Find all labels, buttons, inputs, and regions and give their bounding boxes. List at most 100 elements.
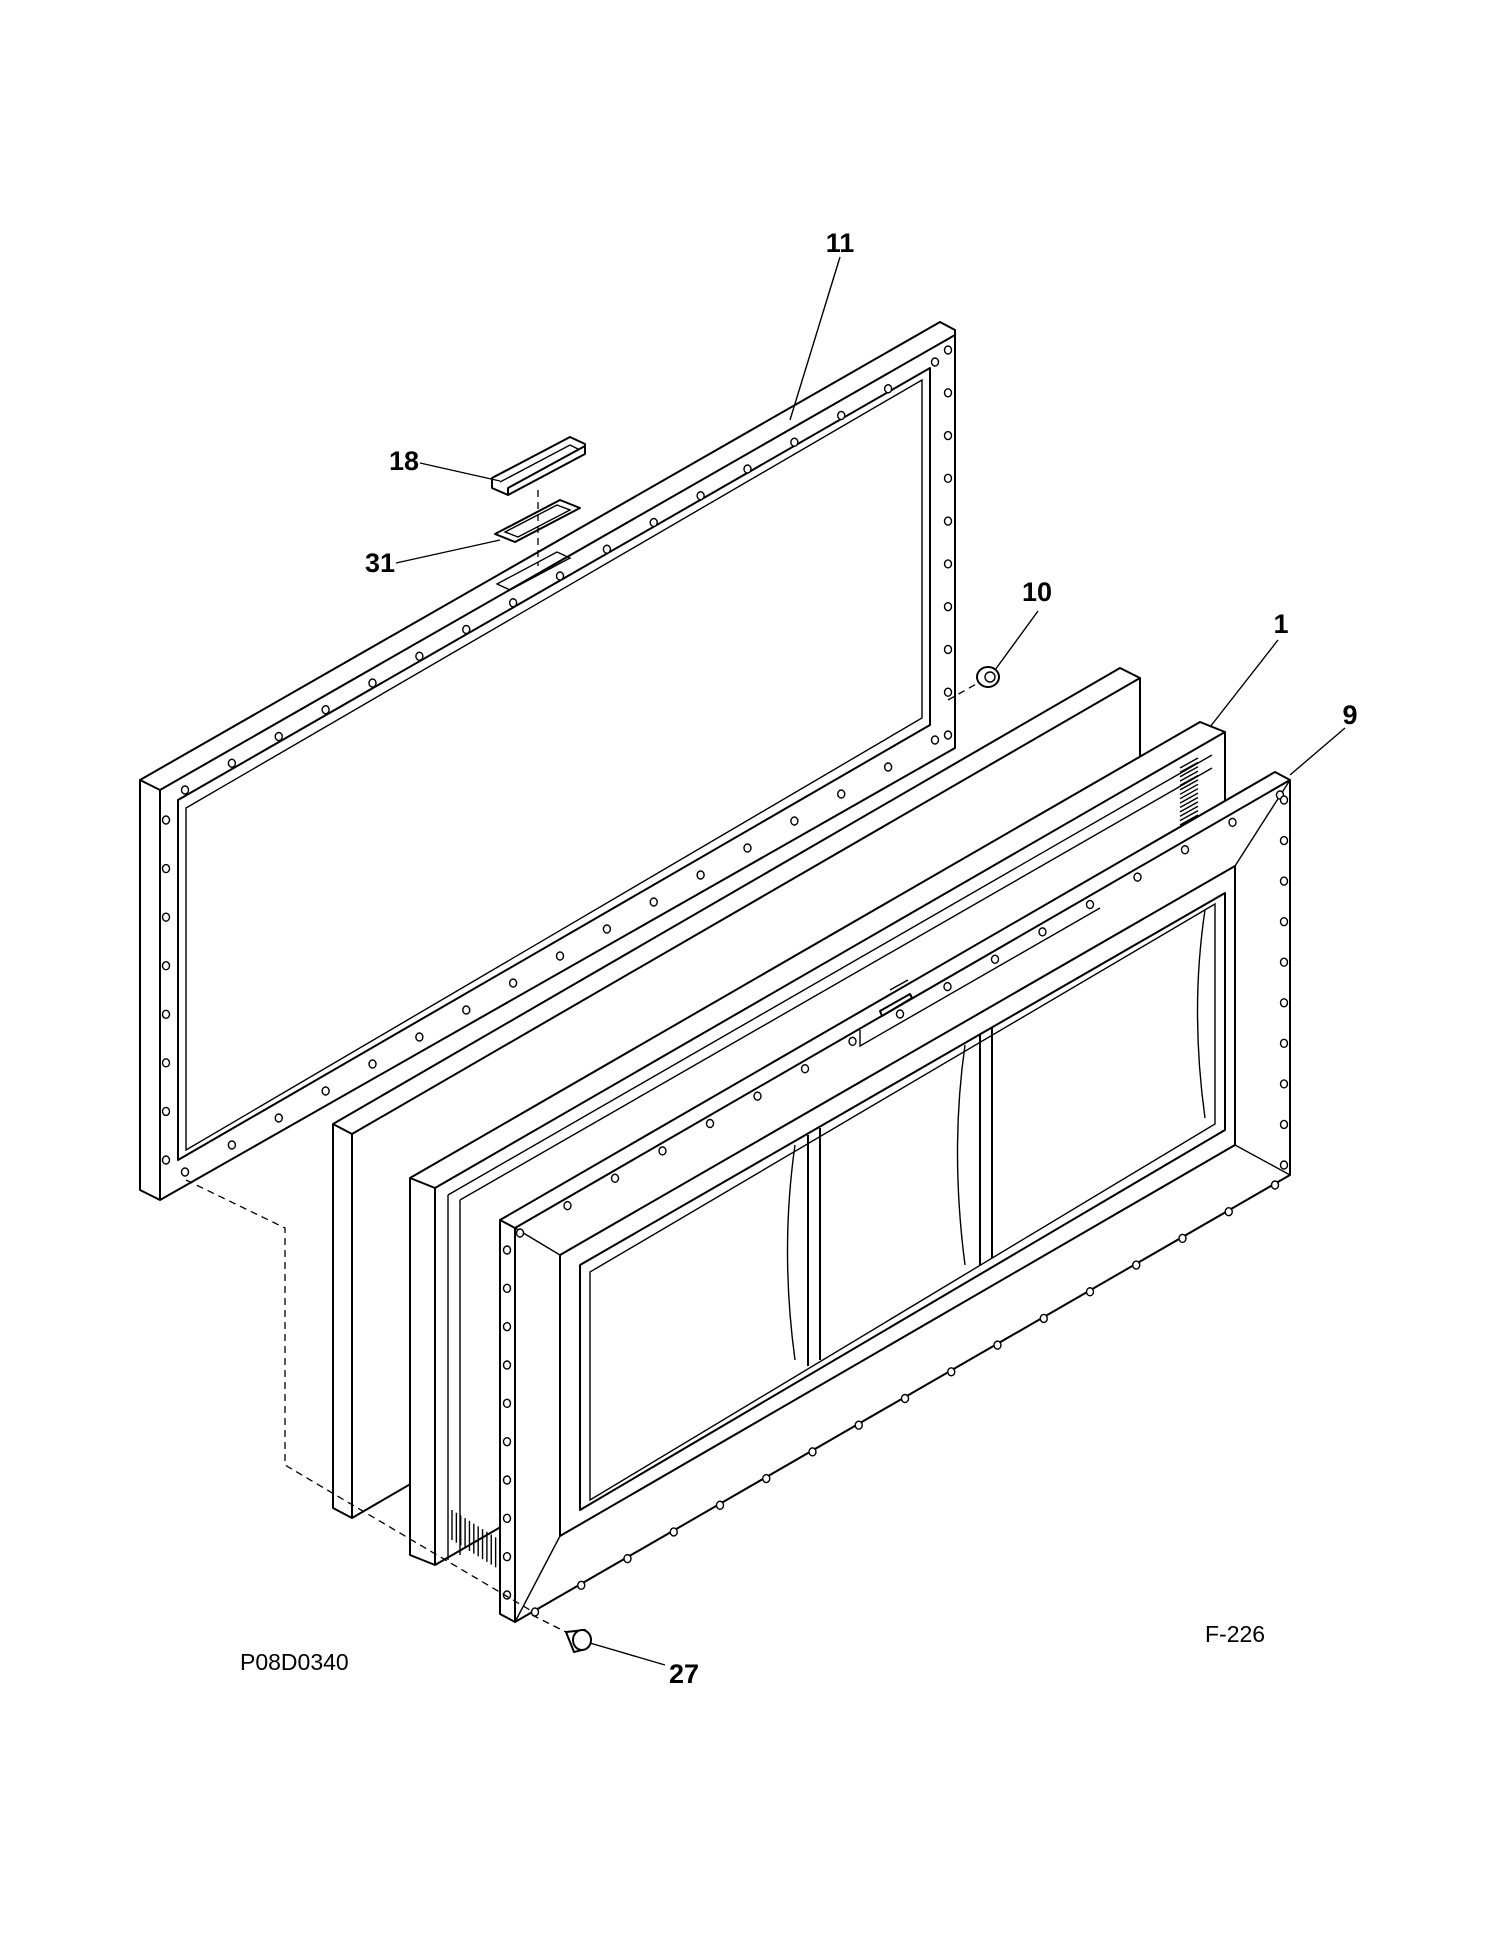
screw-hole: [502, 1398, 512, 1409]
gasket-stripe: [1179, 805, 1199, 817]
screw-hole: [990, 954, 1000, 964]
screw-hole: [943, 644, 953, 655]
leader-lines: [395, 256, 1346, 1666]
screw-hole: [502, 1360, 512, 1370]
screw-hole: [555, 951, 565, 961]
part-9-outer-door-panel: [499, 771, 1291, 1623]
gasket-stripe: [1179, 788, 1199, 800]
screw-hole: [502, 1551, 512, 1562]
callout-18: 18: [389, 446, 419, 476]
part-11-screw-holes: [161, 345, 953, 1177]
part-1-gasket-stripes: [451, 757, 1199, 1570]
screw-hole: [161, 1009, 171, 1019]
screw-hole: [943, 559, 953, 569]
screw-hole: [1085, 1287, 1095, 1297]
screw-hole: [649, 897, 658, 907]
screw-hole: [502, 1321, 512, 1332]
screw-hole: [161, 815, 171, 825]
callout-1: 1: [1273, 609, 1288, 639]
screw-hole: [180, 785, 190, 795]
gasket-stripe: [1179, 757, 1199, 769]
screw-hole: [1279, 1079, 1289, 1089]
screw-hole: [555, 571, 565, 581]
callout-9: 9: [1342, 700, 1357, 730]
screw-hole: [502, 1513, 512, 1524]
screw-hole: [943, 345, 953, 355]
callout-27: 27: [669, 1659, 699, 1689]
screw-hole: [669, 1527, 678, 1537]
screw-hole: [649, 517, 658, 528]
screw-hole: [1279, 1160, 1289, 1170]
screw-hole: [180, 1167, 190, 1177]
screw-hole: [1133, 872, 1142, 882]
screw-hole: [943, 430, 953, 441]
gasket-stripe: [1179, 814, 1199, 826]
screw-hole: [762, 1473, 771, 1484]
screw-hole: [563, 1200, 572, 1211]
screw-hole: [462, 1005, 471, 1015]
callout-10: 10: [1022, 577, 1052, 607]
screw-hole: [321, 705, 330, 715]
screw-hole: [943, 730, 953, 740]
screw-hole: [808, 1447, 817, 1457]
screw-hole: [161, 1155, 171, 1165]
screw-hole: [930, 735, 940, 745]
screw-hole: [161, 863, 171, 874]
screw-hole: [705, 1118, 715, 1129]
screw-hole: [1279, 957, 1289, 967]
screw-hole: [1039, 1313, 1048, 1324]
part-10-screw: [976, 666, 1000, 688]
screw-hole: [848, 1036, 857, 1047]
screw-hole: [658, 1146, 667, 1156]
part-27-screw: [565, 1629, 592, 1653]
part-18-handle-cover: [491, 436, 586, 496]
screw-hole: [368, 1059, 377, 1069]
screw-hole: [854, 1420, 863, 1430]
screw-hole: [943, 516, 953, 526]
screw-hole: [753, 1091, 762, 1101]
screw-hole: [274, 1113, 283, 1123]
screw-hole: [1224, 1206, 1233, 1217]
screw-hole: [502, 1245, 512, 1255]
screw-hole: [1279, 795, 1289, 805]
gasket-stripe: [1179, 792, 1199, 804]
screw-hole: [1085, 899, 1095, 910]
screw-hole: [947, 1367, 956, 1377]
diagram-code: P08D0340: [240, 1649, 349, 1675]
screw-hole: [696, 870, 705, 880]
screw-hole: [610, 1173, 620, 1183]
assembly-line-27: [531, 1614, 567, 1633]
screw-hole: [696, 491, 705, 501]
gasket-stripe: [1179, 779, 1199, 791]
screw-hole: [1038, 927, 1047, 937]
figure-code: F-226: [1205, 1621, 1265, 1647]
gasket-stripe: [1179, 796, 1199, 809]
screw-hole: [602, 544, 612, 554]
gasket-stripe: [1179, 783, 1199, 795]
part-11-door-liner: [139, 321, 956, 1201]
screw-hole: [368, 678, 377, 688]
assembly-line-10: [947, 682, 979, 701]
screw-hole: [161, 961, 171, 971]
screw-hole: [837, 789, 846, 799]
screw-hole: [943, 601, 953, 612]
screw-hole: [1228, 817, 1237, 828]
screw-hole: [790, 816, 799, 826]
screw-hole: [1279, 998, 1289, 1008]
screw-hole: [321, 1086, 330, 1096]
screw-hole: [1279, 835, 1289, 846]
screw-hole: [943, 388, 953, 398]
gasket-stripe: [1179, 770, 1199, 782]
screw-hole: [900, 1393, 910, 1404]
screw-hole: [743, 843, 752, 853]
screw-hole: [515, 1228, 525, 1238]
screw-hole: [602, 924, 612, 934]
gasket-stripe: [1179, 774, 1199, 787]
screw-hole: [943, 687, 953, 697]
screw-hole: [161, 1058, 171, 1068]
screw-hole: [462, 624, 471, 635]
screw-hole: [895, 1009, 905, 1019]
gasket-stripe: [1179, 766, 1199, 778]
screw-hole: [883, 762, 893, 772]
callout-11: 11: [826, 228, 855, 258]
